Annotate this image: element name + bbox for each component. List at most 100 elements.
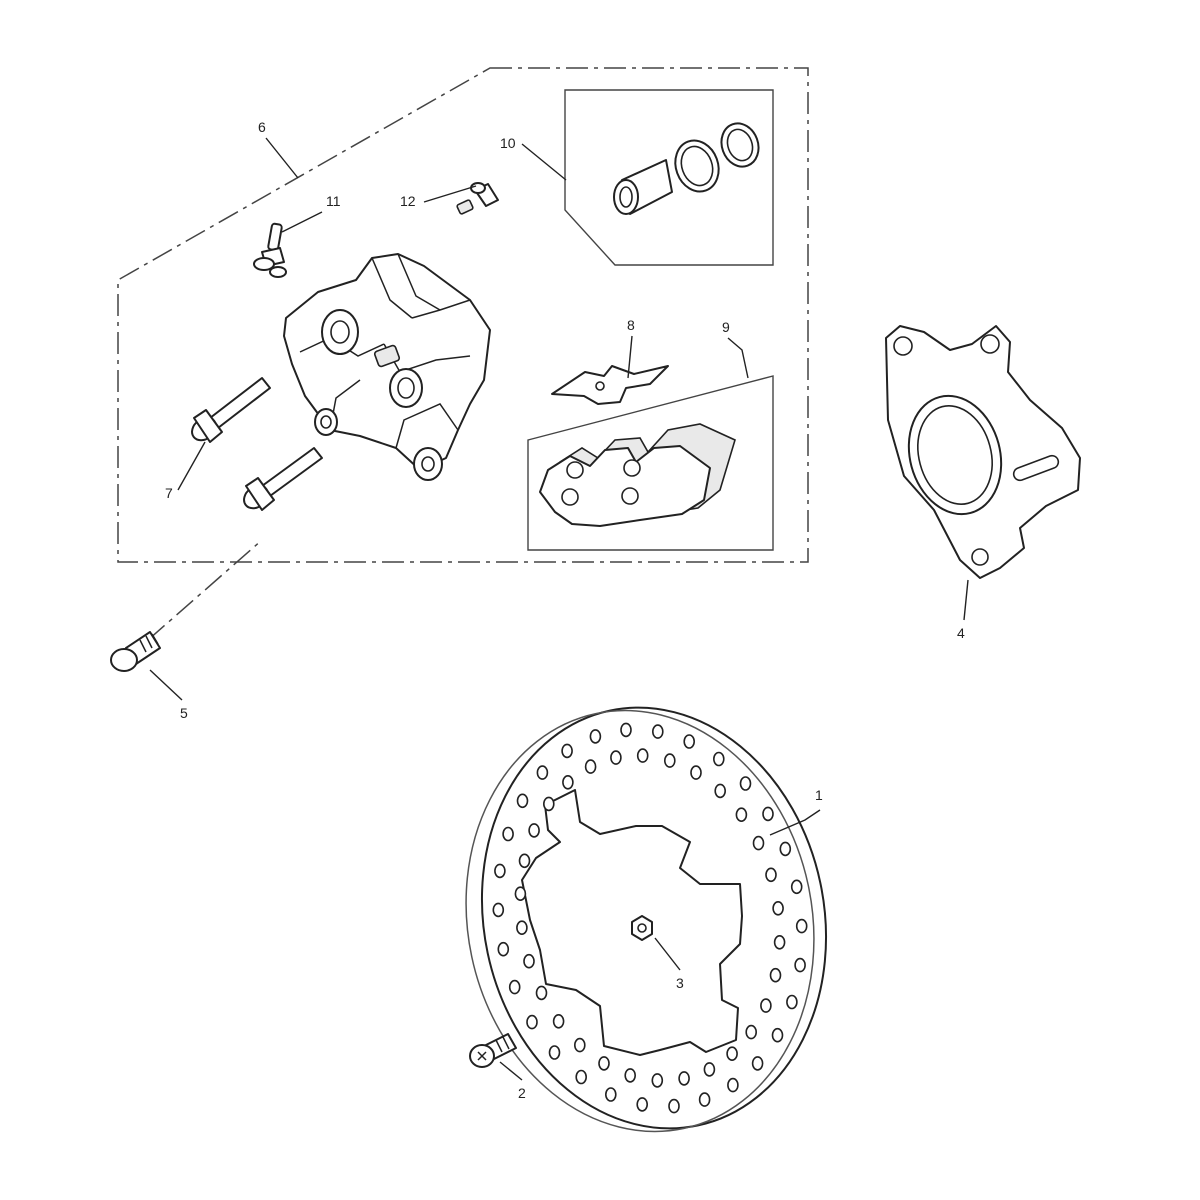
disc-hole: [772, 900, 784, 916]
disc-hole: [745, 1024, 758, 1040]
disc-hole: [779, 841, 792, 857]
brake-pad-box: [527, 375, 774, 551]
callout-1: 1: [815, 787, 823, 803]
leader-9: [727, 337, 749, 379]
disc-hole: [502, 826, 514, 842]
brake-caliper: [283, 253, 491, 481]
disc-hole: [735, 807, 748, 823]
disc-hole: [508, 979, 521, 995]
disc-hole: [714, 783, 727, 799]
disc-hole: [497, 941, 510, 957]
disc-hole: [636, 748, 649, 763]
disc-hole: [636, 1097, 649, 1112]
disc-hole: [494, 863, 506, 879]
piston: [613, 159, 673, 215]
disc-hole: [703, 1062, 716, 1077]
callout-4: 4: [957, 625, 965, 641]
leader-5: [149, 669, 183, 701]
leader-7: [177, 441, 206, 491]
disc-hole: [516, 920, 528, 936]
disc-hole: [518, 853, 531, 869]
callout-9: 9: [722, 319, 730, 335]
piston-seal-small: [720, 122, 760, 168]
disc-hole: [773, 934, 786, 950]
disc-hole: [604, 1087, 617, 1102]
disc-hole: [492, 902, 505, 918]
callout-8: 8: [627, 317, 635, 333]
callout-10: 10: [500, 135, 516, 151]
disc-hole: [526, 1014, 538, 1030]
disc-hole: [651, 1073, 664, 1088]
disc-hole: [726, 1046, 738, 1061]
leader-6: [265, 137, 299, 179]
disc-hole: [552, 1013, 565, 1029]
disc-ventilation-holes: [492, 722, 808, 1114]
disc-hole: [528, 823, 540, 838]
disc-hole: [751, 1056, 764, 1071]
pad-pin-lower: [243, 447, 323, 511]
disc-hole: [651, 724, 664, 739]
disc-hole: [795, 918, 808, 934]
callout-2: 2: [518, 1085, 526, 1101]
caliper-bracket: [885, 325, 1081, 579]
pad-pin-upper: [191, 377, 271, 443]
callout-5: 5: [180, 705, 188, 721]
callout-11: 11: [326, 193, 341, 209]
disc-hole: [573, 1037, 586, 1053]
disc-hole: [589, 729, 602, 744]
caliper-mounting-bolt: [110, 631, 161, 672]
leader-2: [499, 1061, 523, 1081]
leader-12: [423, 185, 477, 203]
disc-hole: [598, 1056, 610, 1071]
callout-12: 12: [400, 193, 416, 209]
seal-kit-box: [564, 89, 774, 266]
disc-hole: [668, 1098, 680, 1114]
leader-8: [627, 335, 633, 379]
disc-hole: [678, 1071, 690, 1086]
callout-6: 6: [258, 119, 266, 135]
disc-nut: [631, 915, 653, 941]
disc-hole: [698, 1092, 711, 1107]
disc-hole: [516, 793, 529, 809]
bolt-5-axis-line: [147, 539, 263, 641]
disc-hole: [575, 1069, 588, 1085]
caliper-kit-outline: [117, 67, 809, 563]
brake-disc: [465, 706, 828, 1133]
piston-seal-large: [674, 139, 720, 193]
disc-hole: [514, 886, 527, 902]
callout-3: 3: [676, 975, 684, 991]
disc-hole: [771, 1027, 784, 1043]
bleed-screw: [253, 222, 287, 278]
disc-hole: [562, 774, 574, 790]
leader-3: [654, 937, 681, 971]
disc-hole: [523, 953, 535, 969]
disc-hole: [762, 806, 774, 822]
disc-hole: [548, 1045, 561, 1060]
disc-hole: [760, 998, 772, 1013]
disc-hole: [683, 734, 696, 749]
disc-hole: [769, 967, 782, 983]
leader-11: [281, 211, 323, 233]
disc-hole: [536, 765, 549, 780]
disc-hole: [542, 796, 555, 812]
pad-spring: [551, 365, 669, 405]
disc-hole: [752, 835, 765, 851]
disc-hole: [663, 753, 676, 768]
disc-hole: [712, 751, 725, 767]
leader-4: [963, 579, 969, 621]
leader-10: [521, 143, 567, 181]
leader-1: [769, 809, 821, 836]
disc-hole: [561, 743, 573, 759]
disc-hole: [794, 957, 806, 973]
disc-hole: [790, 879, 803, 895]
disc-hole: [739, 776, 752, 791]
disc-hole: [765, 867, 777, 883]
disc-hole: [535, 985, 548, 1001]
brake-pads: [539, 423, 736, 527]
plug-screw: [456, 182, 499, 215]
callout-7: 7: [165, 485, 173, 501]
disc-hole: [690, 765, 702, 780]
disc-hole: [620, 722, 632, 738]
disc-hole: [610, 750, 622, 765]
